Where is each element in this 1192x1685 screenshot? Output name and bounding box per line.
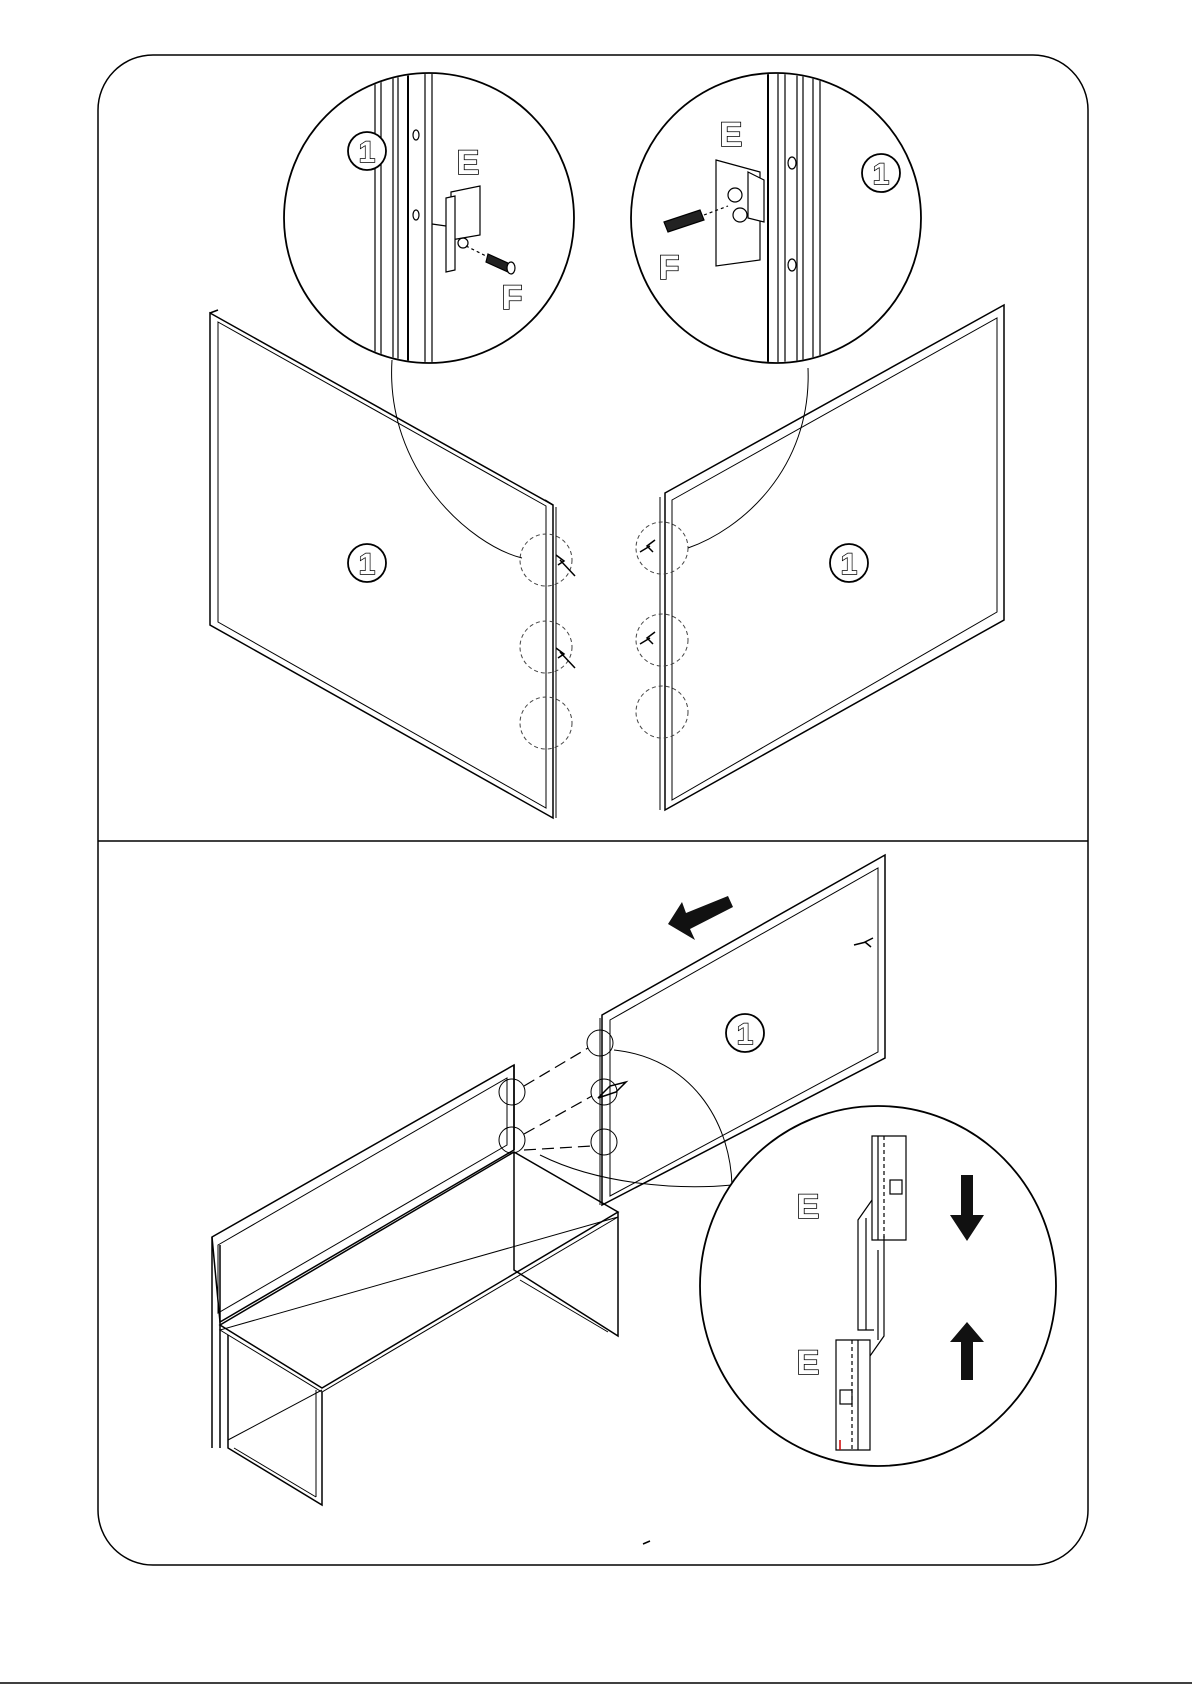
connection-circles (499, 1030, 617, 1155)
leader-lines-bottom (540, 1050, 732, 1187)
label-screw-top-left: F (502, 279, 523, 317)
alignment-dashes (524, 1048, 592, 1150)
zoom-detail-left: 1 E F (284, 60, 574, 380)
bracket-marks-top (556, 540, 655, 668)
svg-text:1: 1 (737, 1018, 754, 1051)
svg-text:1: 1 (873, 158, 890, 191)
label-screw-top-right: F (659, 249, 680, 287)
label-bracket-top-left: E (457, 144, 480, 182)
label-bracket-lower: E (797, 1344, 820, 1382)
detail-circles-top (520, 522, 688, 749)
part-number-marker-top-right: 1 (862, 154, 900, 192)
svg-text:1: 1 (359, 548, 376, 581)
arrow-left-down-icon (668, 896, 733, 940)
svg-text:1: 1 (841, 548, 858, 581)
part-number-marker-left-panel: 1 (348, 544, 386, 582)
part-number-marker-right-panel: 1 (830, 544, 868, 582)
part-number-marker-top-left: 1 (348, 132, 386, 170)
svg-text:1: 1 (359, 136, 376, 169)
label-bracket-upper: E (797, 1188, 820, 1226)
zoom-detail-right: 1 E F (631, 60, 921, 380)
desk-assembly (212, 1065, 618, 1505)
part-number-marker-bottom: 1 (726, 1014, 764, 1052)
zoom-detail-bottom: E E (700, 1106, 1056, 1466)
label-bracket-top-right: E (720, 116, 743, 154)
stray-mark (643, 1541, 650, 1544)
